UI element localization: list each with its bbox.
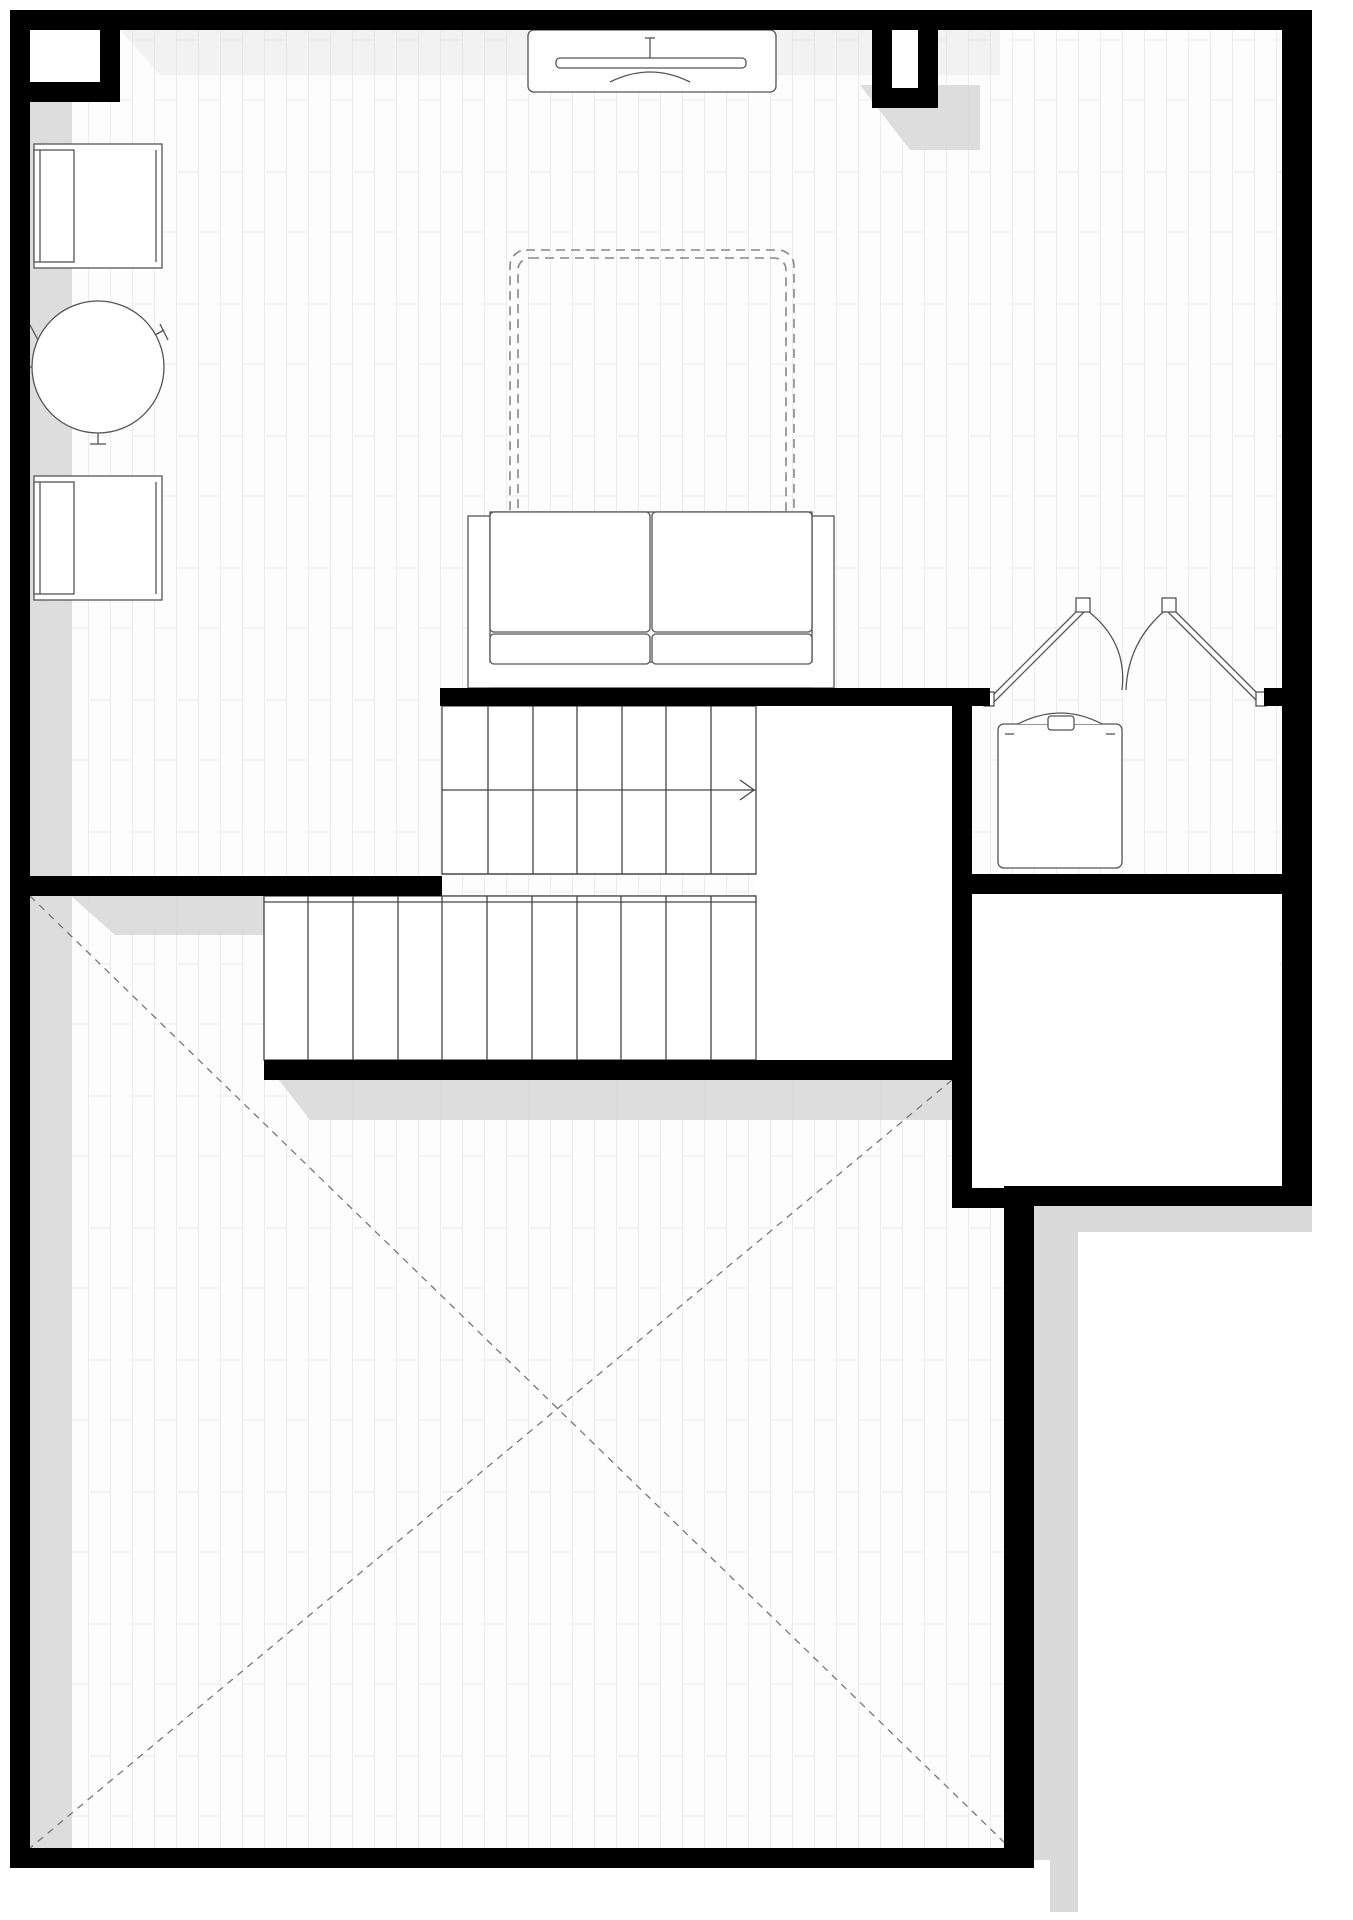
armchair-icon: [33, 475, 163, 601]
armchair-icon: [33, 143, 163, 269]
tv-icon: [527, 29, 777, 93]
round-table-icon: [26, 300, 169, 445]
double-door-icon: [983, 597, 1267, 707]
sofa-icon: [467, 511, 835, 689]
stair-icon: [263, 705, 757, 1061]
water-heater-icon: [997, 712, 1123, 869]
exterior-and-interior-walls: [10, 10, 1312, 1868]
rug-outline: [509, 249, 795, 633]
open-area-cross: [29, 895, 1011, 1849]
stair-landing-void: [756, 704, 1280, 1186]
